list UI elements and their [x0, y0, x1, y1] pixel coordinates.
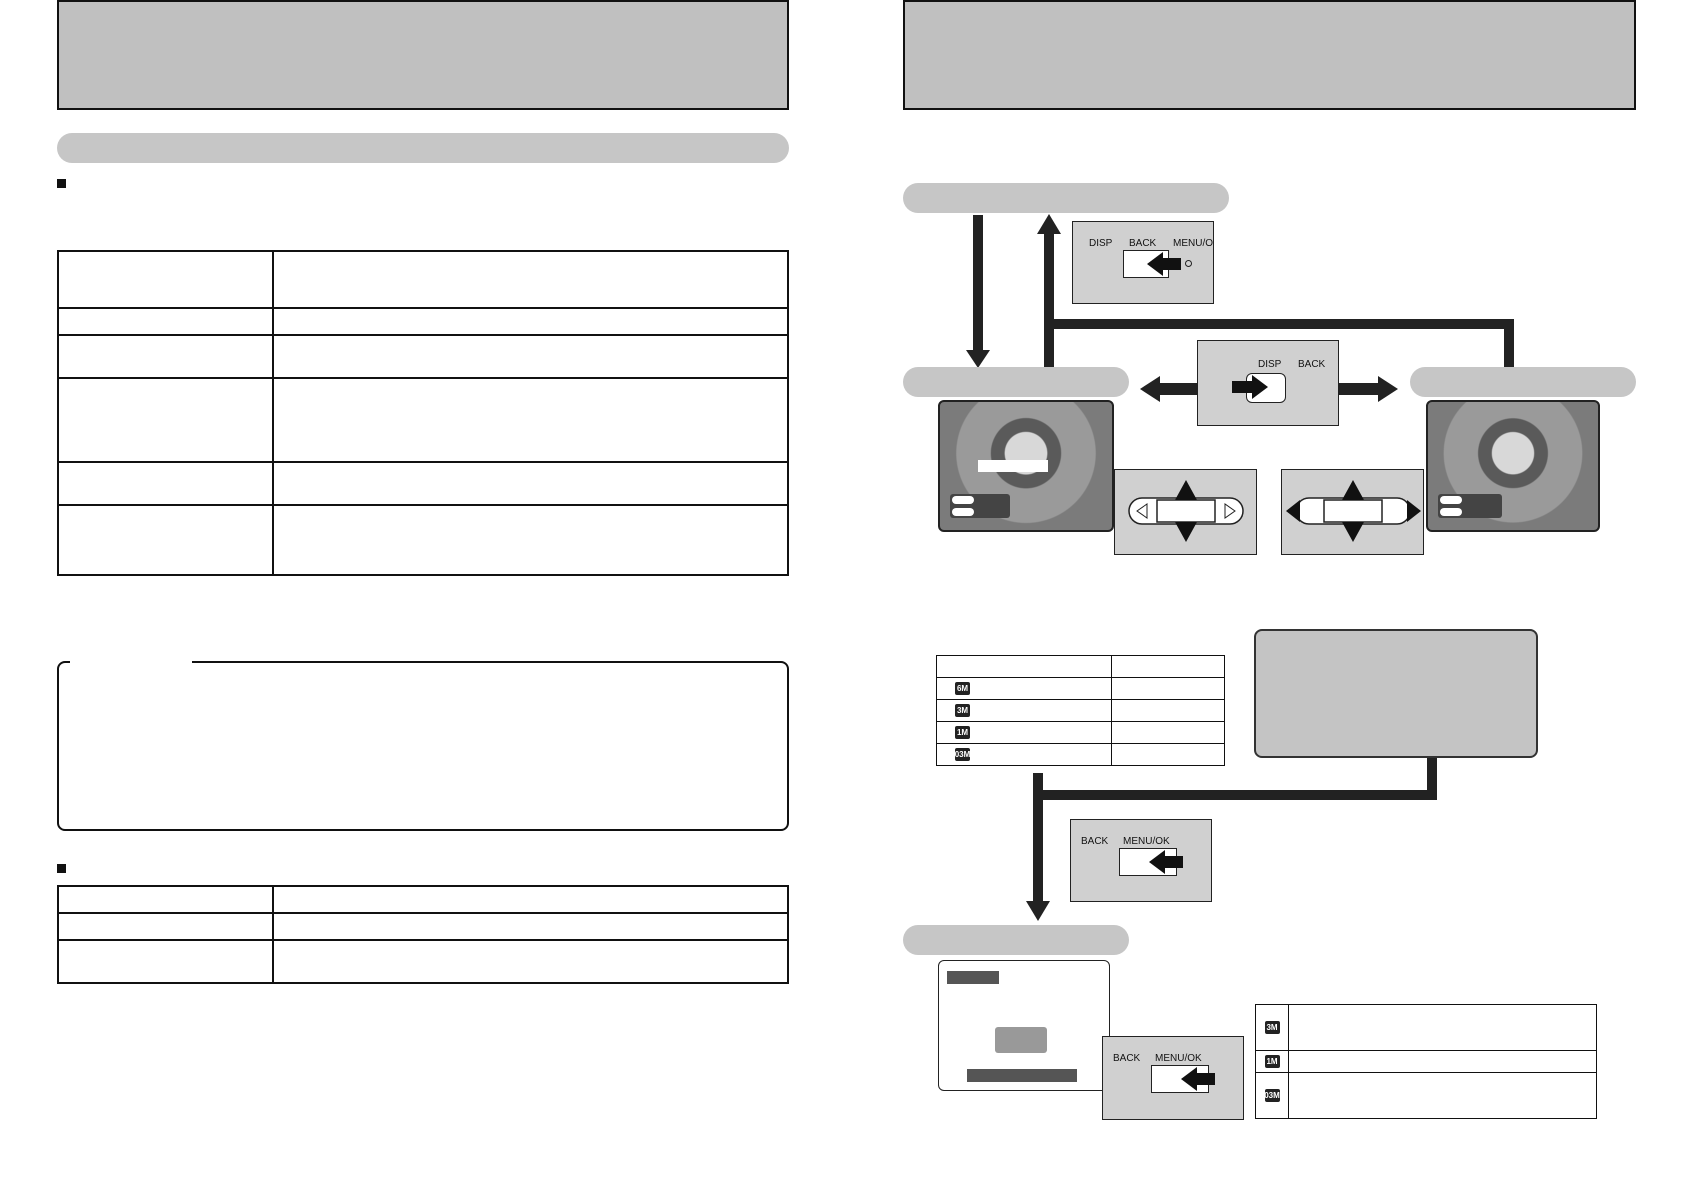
press-arrow-icon [1232, 375, 1268, 399]
indicator-oval [952, 508, 974, 516]
result-table: 3M 1M 03M [1255, 1004, 1597, 1119]
mode-pill-left [903, 367, 1129, 397]
section-pill-left [57, 133, 789, 163]
indicator-oval [1440, 496, 1462, 504]
table-cell [57, 912, 274, 941]
mode-pill-right [1410, 367, 1636, 397]
back-label: BACK [1081, 836, 1109, 847]
menu-header-bar [947, 971, 999, 984]
overlay-bar [978, 460, 1048, 472]
table-cell [57, 377, 274, 463]
dpad-icon [1128, 480, 1244, 542]
table-cell [1288, 1072, 1597, 1119]
table-cell [1111, 743, 1225, 766]
table-cell [57, 504, 274, 576]
table-cell [272, 912, 789, 941]
note-box-tab-gap [70, 657, 192, 665]
playback-photo-right [1426, 400, 1600, 532]
table-cell [57, 939, 274, 984]
back-label: BACK [1113, 1053, 1141, 1064]
menu-next-button[interactable] [995, 1027, 1047, 1053]
playback-photo-left [938, 400, 1114, 532]
right-title-box [903, 0, 1636, 110]
table-cell: 03M [936, 743, 1112, 766]
table-cell [57, 461, 274, 506]
table-cell [272, 461, 789, 506]
table-cell: 6M [936, 677, 1112, 700]
mode-pill-bottom [903, 925, 1129, 955]
spec-table-2 [57, 885, 789, 984]
mode-pill-top [903, 183, 1229, 213]
table-cell [1111, 677, 1225, 700]
table-cell [1111, 721, 1225, 744]
size-table: 6M 3M 1M 03M [936, 655, 1225, 766]
size-icon: 03M [954, 748, 971, 761]
press-arrow-icon [1147, 252, 1181, 276]
dpad-icon [1286, 480, 1421, 542]
table-cell [1288, 1004, 1597, 1051]
table-cell [57, 885, 274, 914]
menu-footer-bar [967, 1069, 1077, 1082]
press-arrow-icon [1149, 850, 1183, 874]
table-cell [57, 307, 274, 336]
note-box [57, 661, 789, 831]
disp-label: DISP [1258, 359, 1282, 370]
table-cell: 3M [1255, 1004, 1289, 1051]
arrow-down-icon [966, 215, 990, 368]
bullet-1 [57, 179, 66, 188]
press-arrow-icon [1181, 1067, 1215, 1091]
table-cell: 1M [936, 721, 1112, 744]
table-cell: 3M [936, 699, 1112, 722]
left-title-box [57, 0, 789, 110]
table-cell [272, 307, 789, 336]
size-icon: 3M [1264, 1021, 1280, 1034]
table-cell [272, 377, 789, 463]
menu-screen [938, 960, 1110, 1091]
table-cell [1288, 1050, 1597, 1073]
table-cell [936, 655, 1112, 678]
disp-label: DISP [1089, 238, 1113, 249]
arrow-up-icon [1037, 214, 1061, 368]
size-icon: 6M [955, 682, 970, 695]
arrow-right-icon [1338, 376, 1398, 402]
back-label: BACK [1298, 359, 1326, 370]
table-cell: 1M [1255, 1050, 1289, 1073]
menu-ok-label: MENU/O [1173, 238, 1213, 249]
table-cell [1111, 655, 1225, 678]
table-cell [57, 250, 274, 309]
table-cell: 03M [1255, 1072, 1289, 1119]
dpad-panel-left [1114, 469, 1257, 555]
menu-ok-label: MENU/OK [1155, 1053, 1202, 1064]
menu-dot-icon [1185, 260, 1192, 267]
callout-box [1254, 629, 1538, 758]
arrow-left-icon [1140, 376, 1200, 402]
bullet-2 [57, 864, 66, 873]
camera-buttons-menu-1: BACK MENU/OK [1070, 819, 1212, 902]
camera-buttons-menu-2: BACK MENU/OK [1102, 1036, 1244, 1120]
size-icon: 3M [955, 704, 970, 717]
table-cell [272, 250, 789, 309]
camera-buttons-top: DISP BACK MENU/O [1072, 221, 1214, 304]
size-icon: 03M [1264, 1089, 1280, 1102]
back-label: BACK [1129, 238, 1157, 249]
table-cell [57, 334, 274, 379]
indicator-oval [1440, 508, 1462, 516]
dpad-panel-right [1281, 469, 1424, 555]
size-icon: 1M [1264, 1055, 1280, 1068]
table-cell [272, 939, 789, 984]
table-cell [1111, 699, 1225, 722]
table-cell [272, 504, 789, 576]
size-icon: 1M [955, 726, 970, 739]
indicator-oval [952, 496, 974, 504]
spec-table-1 [57, 250, 789, 576]
table-cell [272, 334, 789, 379]
table-cell [272, 885, 789, 914]
menu-ok-label: MENU/OK [1123, 836, 1170, 847]
camera-buttons-disp: DISP BACK [1197, 340, 1339, 426]
